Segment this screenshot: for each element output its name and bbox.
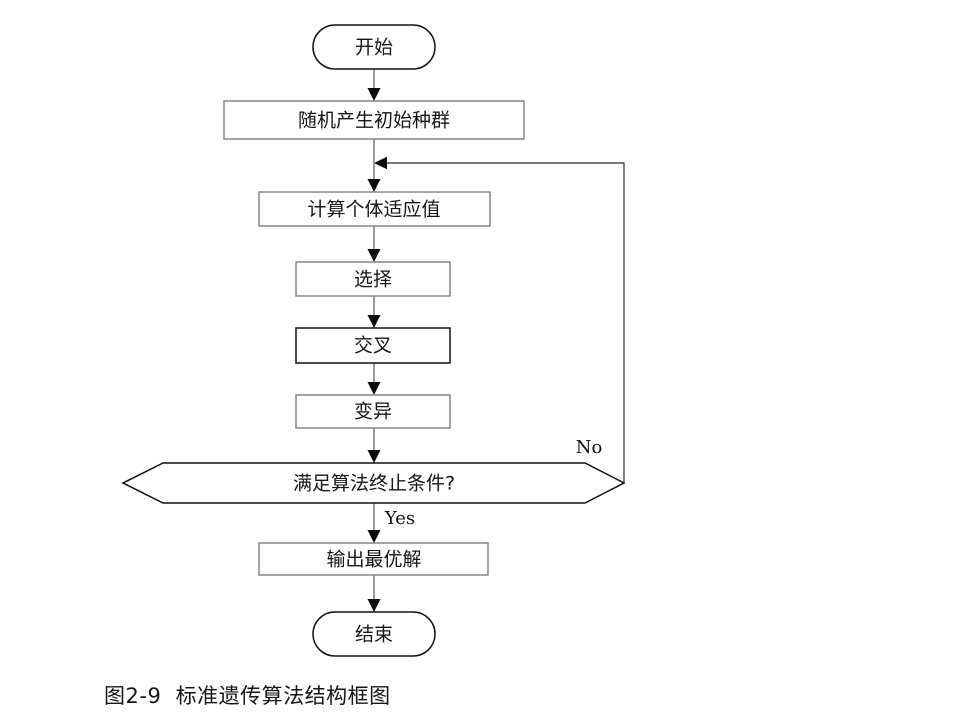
edge-output-to-end <box>367 575 381 612</box>
node-fitness[interactable]: 计算个体适应值 <box>258 191 491 227</box>
node-output-label: 输出最优解 <box>326 549 421 571</box>
node-crossover-label: 交叉 <box>354 335 392 357</box>
node-end[interactable]: 结束 <box>312 611 436 657</box>
node-init-population[interactable]: 随机产生初始种群 <box>223 100 525 140</box>
node-fitness-label: 计算个体适应值 <box>307 199 440 221</box>
edge-decision-feedback-loop <box>374 156 625 483</box>
edge-decision-to-output <box>367 503 381 543</box>
node-mutation-label: 变异 <box>354 401 392 423</box>
node-start-label: 开始 <box>355 37 393 59</box>
edge-mutation-to-decision <box>367 428 381 463</box>
edge-label-yes: Yes <box>384 508 415 529</box>
node-end-label: 结束 <box>355 624 393 646</box>
node-mutation[interactable]: 变异 <box>295 394 451 429</box>
edge-label-no: No <box>576 437 603 458</box>
edge-selection-to-crossover <box>367 296 381 328</box>
node-selection-label: 选择 <box>354 269 392 291</box>
figure-caption: 图2-9 标准遗传算法结构框图 <box>104 684 391 708</box>
edge-fitness-to-selection <box>367 226 381 262</box>
node-crossover[interactable]: 交叉 <box>295 327 451 364</box>
edge-init-to-fitness <box>367 139 381 192</box>
edge-start-to-init <box>367 68 381 101</box>
node-decision-label: 满足算法终止条件? <box>293 473 455 495</box>
node-start[interactable]: 开始 <box>312 24 436 70</box>
node-decision[interactable]: 满足算法终止条件? <box>121 462 626 504</box>
node-output[interactable]: 输出最优解 <box>258 542 489 576</box>
edge-crossover-to-mutation <box>367 363 381 395</box>
node-init-population-label: 随机产生初始种群 <box>298 110 450 132</box>
node-selection[interactable]: 选择 <box>295 261 451 297</box>
